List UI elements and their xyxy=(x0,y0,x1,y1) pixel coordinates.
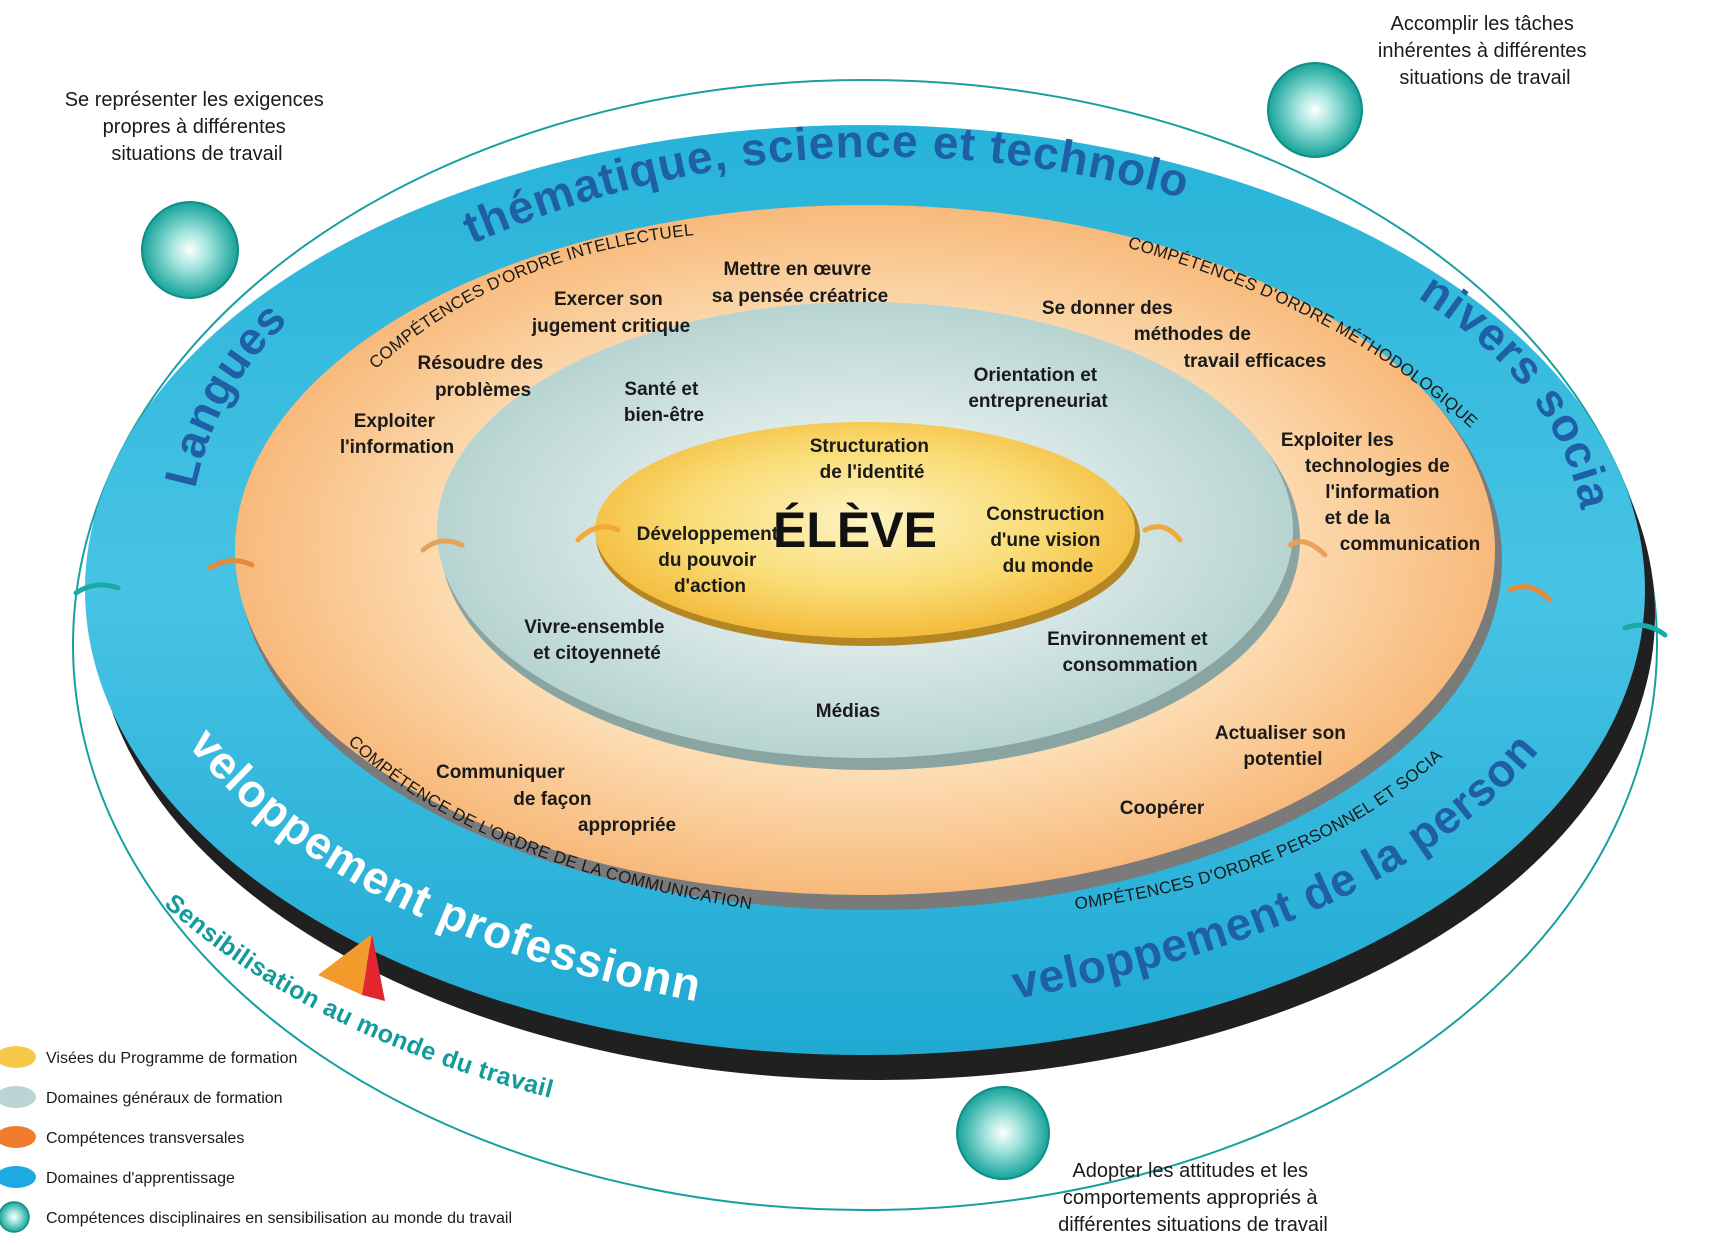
legend-label: Compétences disciplinaires en sensibilis… xyxy=(46,1210,512,1227)
legend-swatch xyxy=(0,1046,36,1068)
double-arrow-icons xyxy=(73,524,1668,638)
legend-label: Visées du Programme de formation xyxy=(46,1050,297,1067)
domaine-general-environnement: Environnement et consommation xyxy=(1047,629,1213,676)
visee-developpement: Développement du pouvoir d'action xyxy=(637,524,784,597)
legend-label: Domaines généraux de formation xyxy=(46,1090,283,1107)
competence-pensee-creatrice: Mettre en œuvre sa pensée créatrice xyxy=(712,259,888,307)
legend-swatch xyxy=(0,1166,36,1188)
competence-communiquer: Communiquer de façon appropriée xyxy=(436,762,676,836)
outer-competence-representer: Se représenter les exigences propres à d… xyxy=(65,89,330,165)
domaine-general-orientation: Orientation et entrepreneuriat xyxy=(968,365,1108,412)
legend: Visées du Programme de formation Domaine… xyxy=(0,1046,512,1233)
competence-actualiser: Actualiser son potentiel xyxy=(1215,723,1351,770)
domaine-general-vivre-ensemble: Vivre-ensemble et citoyenneté xyxy=(524,617,669,664)
competence-ball-icon xyxy=(956,1086,1050,1180)
competence-cooperer: Coopérer xyxy=(1120,798,1205,819)
competence-resoudre: Résoudre des problèmes xyxy=(418,353,549,401)
competence-jugement: Exercer son jugement critique xyxy=(531,289,690,337)
visee-structuration: Structuration de l'identité xyxy=(810,436,935,483)
pointer-arrow-icon xyxy=(318,934,385,1001)
legend-label: Compétences transversales xyxy=(46,1130,244,1147)
visee-construction: Construction d'une vision du monde xyxy=(986,504,1110,577)
competence-tic: Exploiter les technologies de l'informat… xyxy=(1281,430,1480,555)
legend-ball-icon xyxy=(0,1201,30,1233)
competence-exploiter-information: Exploiter l'information xyxy=(340,411,454,458)
legend-swatch xyxy=(0,1126,36,1148)
outer-ring xyxy=(72,79,1658,1211)
legend-label: Domaines d'apprentissage xyxy=(46,1170,235,1187)
domaine-general-medias: Médias xyxy=(816,701,880,722)
outer-competence-accomplir: Accomplir les tâches inhérentes à différ… xyxy=(1378,13,1592,89)
outer-competence-adopter: Adopter les attitudes et les comportemen… xyxy=(1058,1160,1328,1236)
legend-swatch xyxy=(0,1086,36,1108)
center-title: ÉLÈVE xyxy=(773,502,937,558)
domaine-general-sante: Santé et bien-être xyxy=(624,379,704,426)
competence-methodes: Se donner des méthodes de travail effica… xyxy=(1042,298,1326,372)
competence-ball-icon xyxy=(1267,62,1363,158)
center-ellipse xyxy=(595,422,1135,638)
competence-ball-icon xyxy=(141,201,239,299)
